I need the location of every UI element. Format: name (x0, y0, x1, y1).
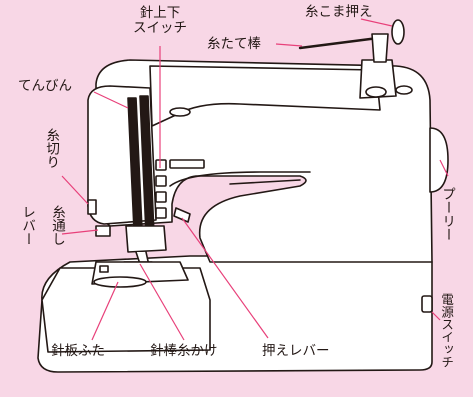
label-needle-switch: 針上下 スイッチ (121, 6, 199, 36)
label-thread-spool-holder: 糸こま押え (305, 4, 373, 20)
label-threader-lever: 糸通し レバー (19, 205, 65, 271)
label-needle-bar-thread-guide: 針棒糸かけ (150, 343, 218, 359)
label-needle-switch-line2: スイッチ (133, 19, 187, 36)
pulley-wheel (429, 127, 449, 193)
free-arm (41, 267, 211, 353)
label-pulley: プーリー (439, 187, 456, 241)
label-threader-lever-col2: レバー (19, 205, 36, 246)
label-needle-plate-cover: 針板ふた (51, 343, 105, 359)
label-threader-lever-col1: 糸通し (49, 205, 65, 246)
label-needle-switch-line1: 針上下 (139, 5, 181, 21)
label-presser-lever: 押えレバー (262, 343, 330, 359)
label-power-switch: 電源スイッチ (439, 293, 455, 368)
leader-lines (61, 18, 449, 341)
label-thread-cutter: 糸切り (43, 128, 60, 169)
label-take-up-lever: てんびん (18, 78, 72, 94)
label-spool-pin: 糸たて棒 (207, 36, 261, 52)
